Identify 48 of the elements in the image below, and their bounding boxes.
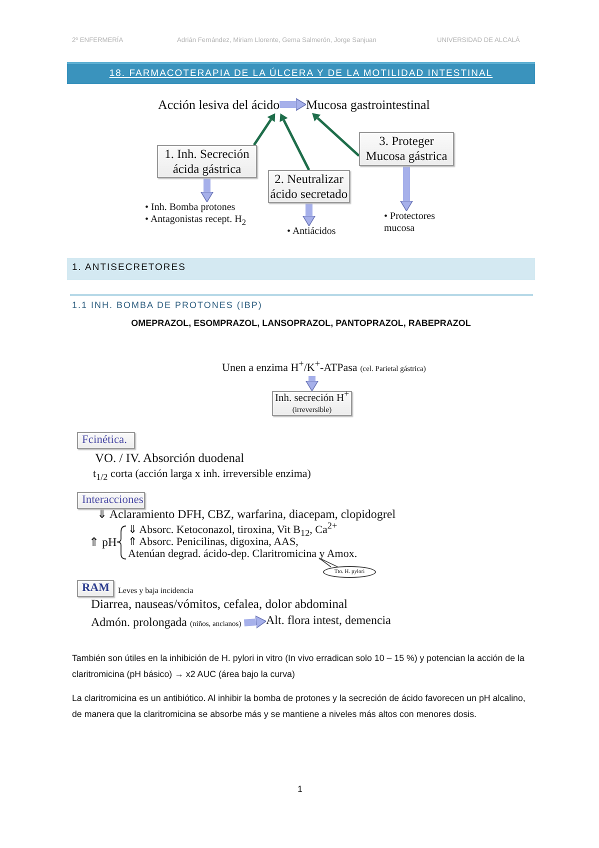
section-banner [67, 258, 535, 280]
heading-box [77, 580, 114, 597]
text-label: Acción lesiva del ácido [158, 97, 280, 112]
box-text: 3. Proteger Mucosa gástrica [364, 134, 448, 164]
arrow [312, 113, 360, 157]
text-label: Alt. flora intest, demencia [266, 613, 391, 628]
title-banner: 18. FARMACOTERAPIA DE LA ÚLCERA Y DE LA MOTILIDAD INTESTINAL [67, 62, 535, 84]
text-line: ⇓ Absorc. Ketoconazol, tiroxina, Vit B$_{12}$, Ca$^{2+}$ [128, 524, 338, 536]
process-box [359, 132, 454, 166]
text-line: VO. / IV. Absorción duodenal [95, 452, 244, 464]
heading-box [77, 432, 135, 449]
section-heading: 1. ANTISECRETORES [72, 262, 187, 273]
text-line: ⇓ Aclaramiento DFH, CBZ, warfarina, diacepam, clopidogrel [97, 508, 396, 520]
text-label: Admón. prolongada [91, 615, 187, 629]
paragraph: También son útiles en la inhibición de H. pylori in vitro (In vivo erradican solo 10 – 15 %) y potencian la acción de la claritromicina (pH básico) → x2 AUC (área bajo la curva) [72, 652, 526, 681]
arrow [280, 113, 310, 171]
block-arrow [302, 203, 316, 226]
box-text: 2. Neutralizar ácido secretado [269, 172, 349, 202]
box-text: 1. Inh. Secreción ácida gástrica [164, 146, 250, 176]
result-box [272, 391, 352, 416]
block-arrow [306, 376, 318, 392]
heading-box [77, 492, 145, 509]
box-text: Inh. secreción H$^{+}$ [274, 393, 350, 405]
text-line: Diarrea, nauseas/vómitos, cefalea, dolor abdominal [91, 598, 348, 610]
bullet-item: • Inh. Bomba protones [145, 202, 236, 214]
paragraph: La claritromicina es un antibiótico. Al inhibir la bomba de protones y la secreción de ácido favorecen un pH alcalino, de manera que la claritromicina se absorbe más y se mantiene a niveles más altos con menores dosis. [72, 692, 526, 721]
block-arrow [280, 98, 306, 111]
note-text: Leves y baja incidencia [118, 585, 194, 597]
bullet-item: • Protectores mucosa [384, 211, 436, 235]
heading-text: RAM [82, 582, 110, 595]
heading-text: Fcinética. [82, 434, 128, 447]
bullet-item: • Antagonistas recept. H$_{2}$ [145, 214, 246, 226]
page-number: 1 [296, 784, 304, 794]
heading-text: Interacciones [82, 494, 144, 507]
text-line: ⇑ pH [89, 536, 117, 548]
process-box [157, 145, 257, 178]
block-arrow [244, 616, 266, 628]
arrow [252, 113, 276, 146]
block-arrow [200, 178, 214, 202]
subsection-heading: 1.1 INH. BOMBA DE PROTONES (IBP) [72, 299, 262, 311]
text-line: ⇑ Absorc. Penicilinas, digoxina, AAS, [128, 536, 298, 548]
text-line: t$_{1/2}$ corta (acción larga x inh. irreversible enzima) [93, 468, 311, 480]
block-arrow [400, 166, 413, 212]
text-label: Unen a enzima H$^{+}$/K$^{+}$-ATPasa [222, 362, 358, 374]
bullet-item: • Antiácidos [287, 226, 336, 238]
text-label: Mucosa gastrointestinal [306, 97, 430, 112]
text-line: Atenúan degrad. ácido-dep. Claritromicina y Amox. [128, 548, 358, 560]
drug-list: OMEPRAZOL, ESOMPRAZOL, LANSOPRAZOL, PANTOPRAZOL, RABEPRAZOL [67, 318, 535, 328]
